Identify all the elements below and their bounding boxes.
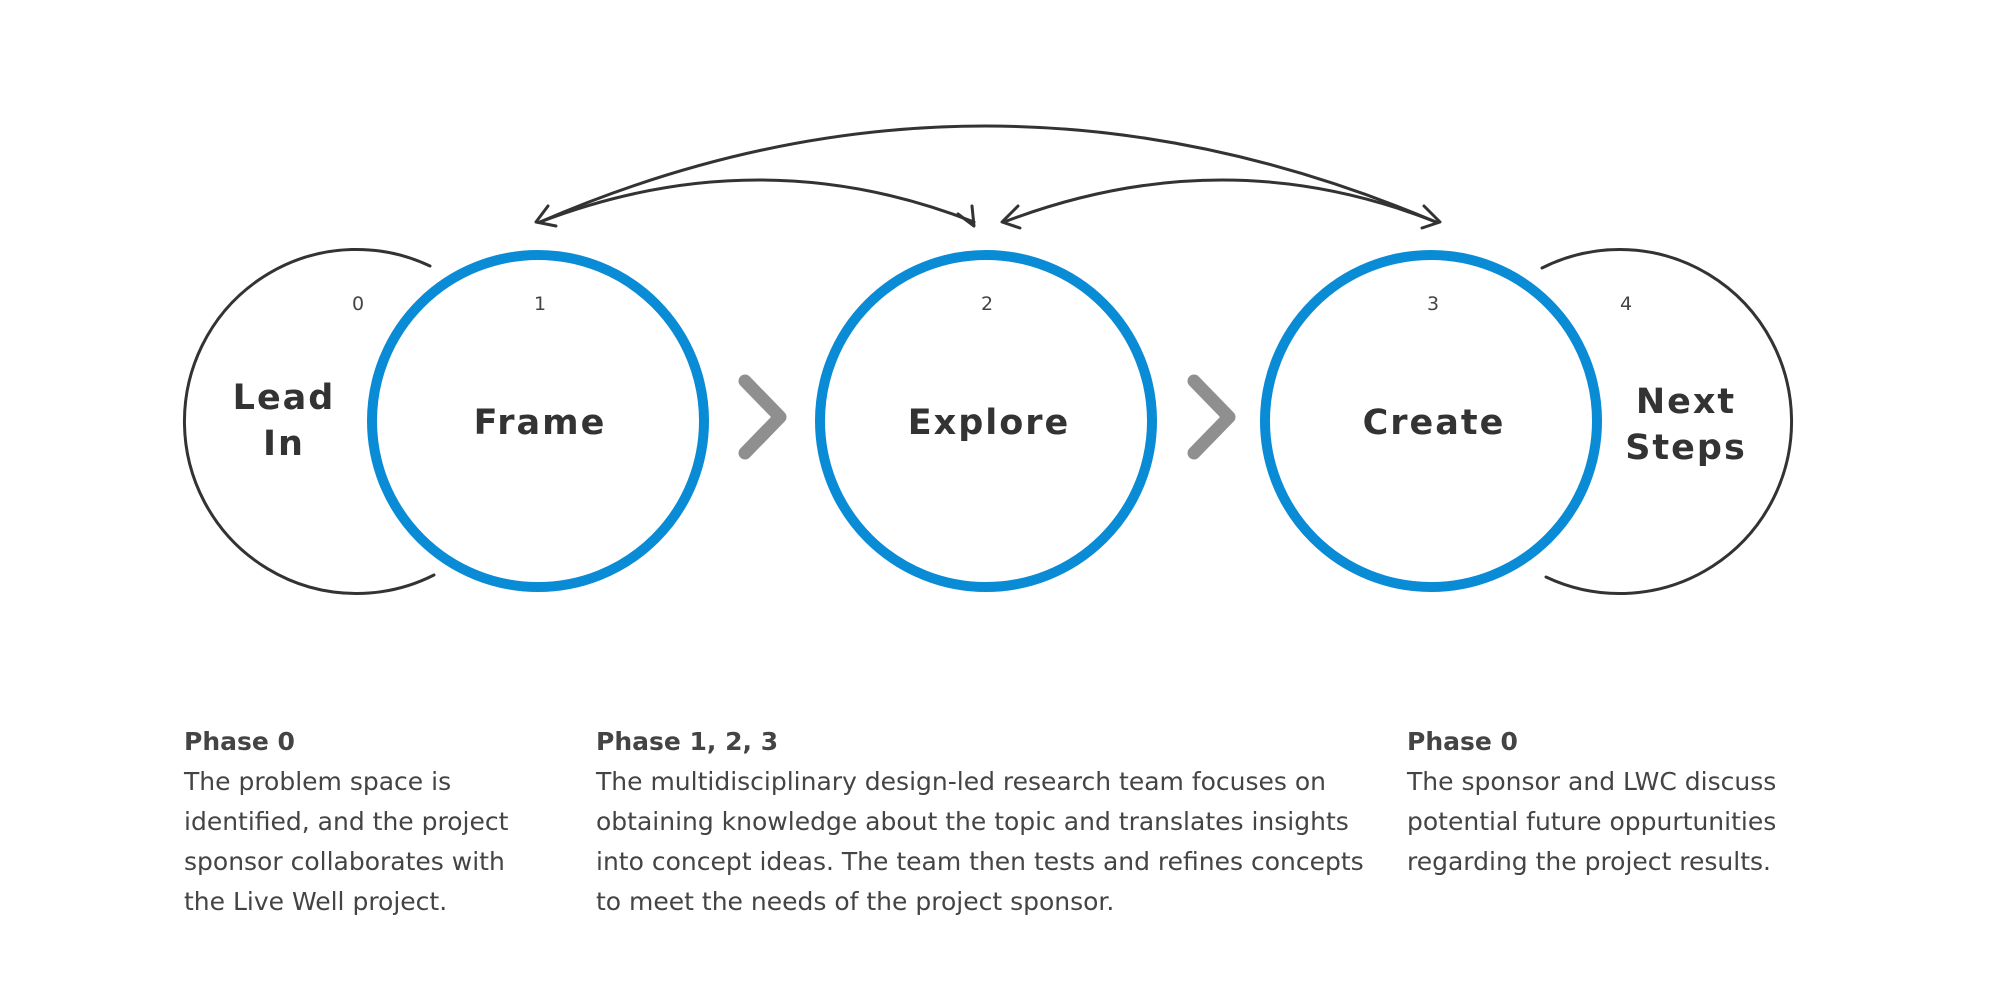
phase-label-explore: Explore xyxy=(908,403,1071,443)
description-title: Phase 0 xyxy=(184,727,295,756)
phase-label-lead-in-line-2: In xyxy=(263,424,305,464)
description-phase-1-2-3: Phase 1, 2, 3 The multidisciplinary desi… xyxy=(596,722,1376,922)
chevron-right-icon xyxy=(1187,374,1236,460)
description-body: The problem space is identified, and the… xyxy=(184,767,509,916)
description-body: The sponsor and LWC discuss potential fu… xyxy=(1407,767,1777,876)
frame-circle xyxy=(367,250,709,592)
phase-number-3: 3 xyxy=(1427,293,1439,315)
phase-label-lead-in-line-1: Lead xyxy=(233,378,336,418)
main-circles xyxy=(367,250,1602,592)
create-circle xyxy=(1260,250,1602,592)
chevrons xyxy=(738,374,1236,460)
description-title: Phase 1, 2, 3 xyxy=(596,727,779,756)
chevron-right-icon xyxy=(738,374,787,460)
arrowhead-center-left-icon xyxy=(956,204,976,228)
phase-number-0: 0 xyxy=(352,293,364,315)
lead-in-circle xyxy=(182,247,436,595)
phase-label-create: Create xyxy=(1363,403,1506,443)
arc-frame-create xyxy=(538,124,1438,224)
phase-label-next-steps-line-2: Steps xyxy=(1625,428,1747,468)
description-title: Phase 0 xyxy=(1407,727,1518,756)
explore-circle xyxy=(815,250,1157,592)
outer-circles xyxy=(182,247,1794,596)
next-steps-circle xyxy=(1540,248,1794,596)
feedback-arcs xyxy=(534,124,1442,230)
arrowhead-center-right-icon xyxy=(1000,204,1022,230)
description-body: The multidisciplinary design-led researc… xyxy=(596,767,1364,916)
phase-number-1: 1 xyxy=(534,293,546,315)
phase-number-2: 2 xyxy=(981,293,993,315)
phase-number-4: 4 xyxy=(1620,293,1632,315)
description-phase-0-right: Phase 0 The sponsor and LWC discuss pote… xyxy=(1407,722,1807,882)
arc-explore-create xyxy=(1002,178,1438,224)
arrowhead-left-icon xyxy=(534,204,558,228)
phase-label-next-steps-line-1: Next xyxy=(1636,382,1736,422)
arc-frame-explore xyxy=(538,178,976,224)
description-phase-0-left: Phase 0 The problem space is identified,… xyxy=(184,722,544,922)
arrowhead-right-icon xyxy=(1420,204,1442,230)
phase-label-frame: Frame xyxy=(474,403,607,443)
